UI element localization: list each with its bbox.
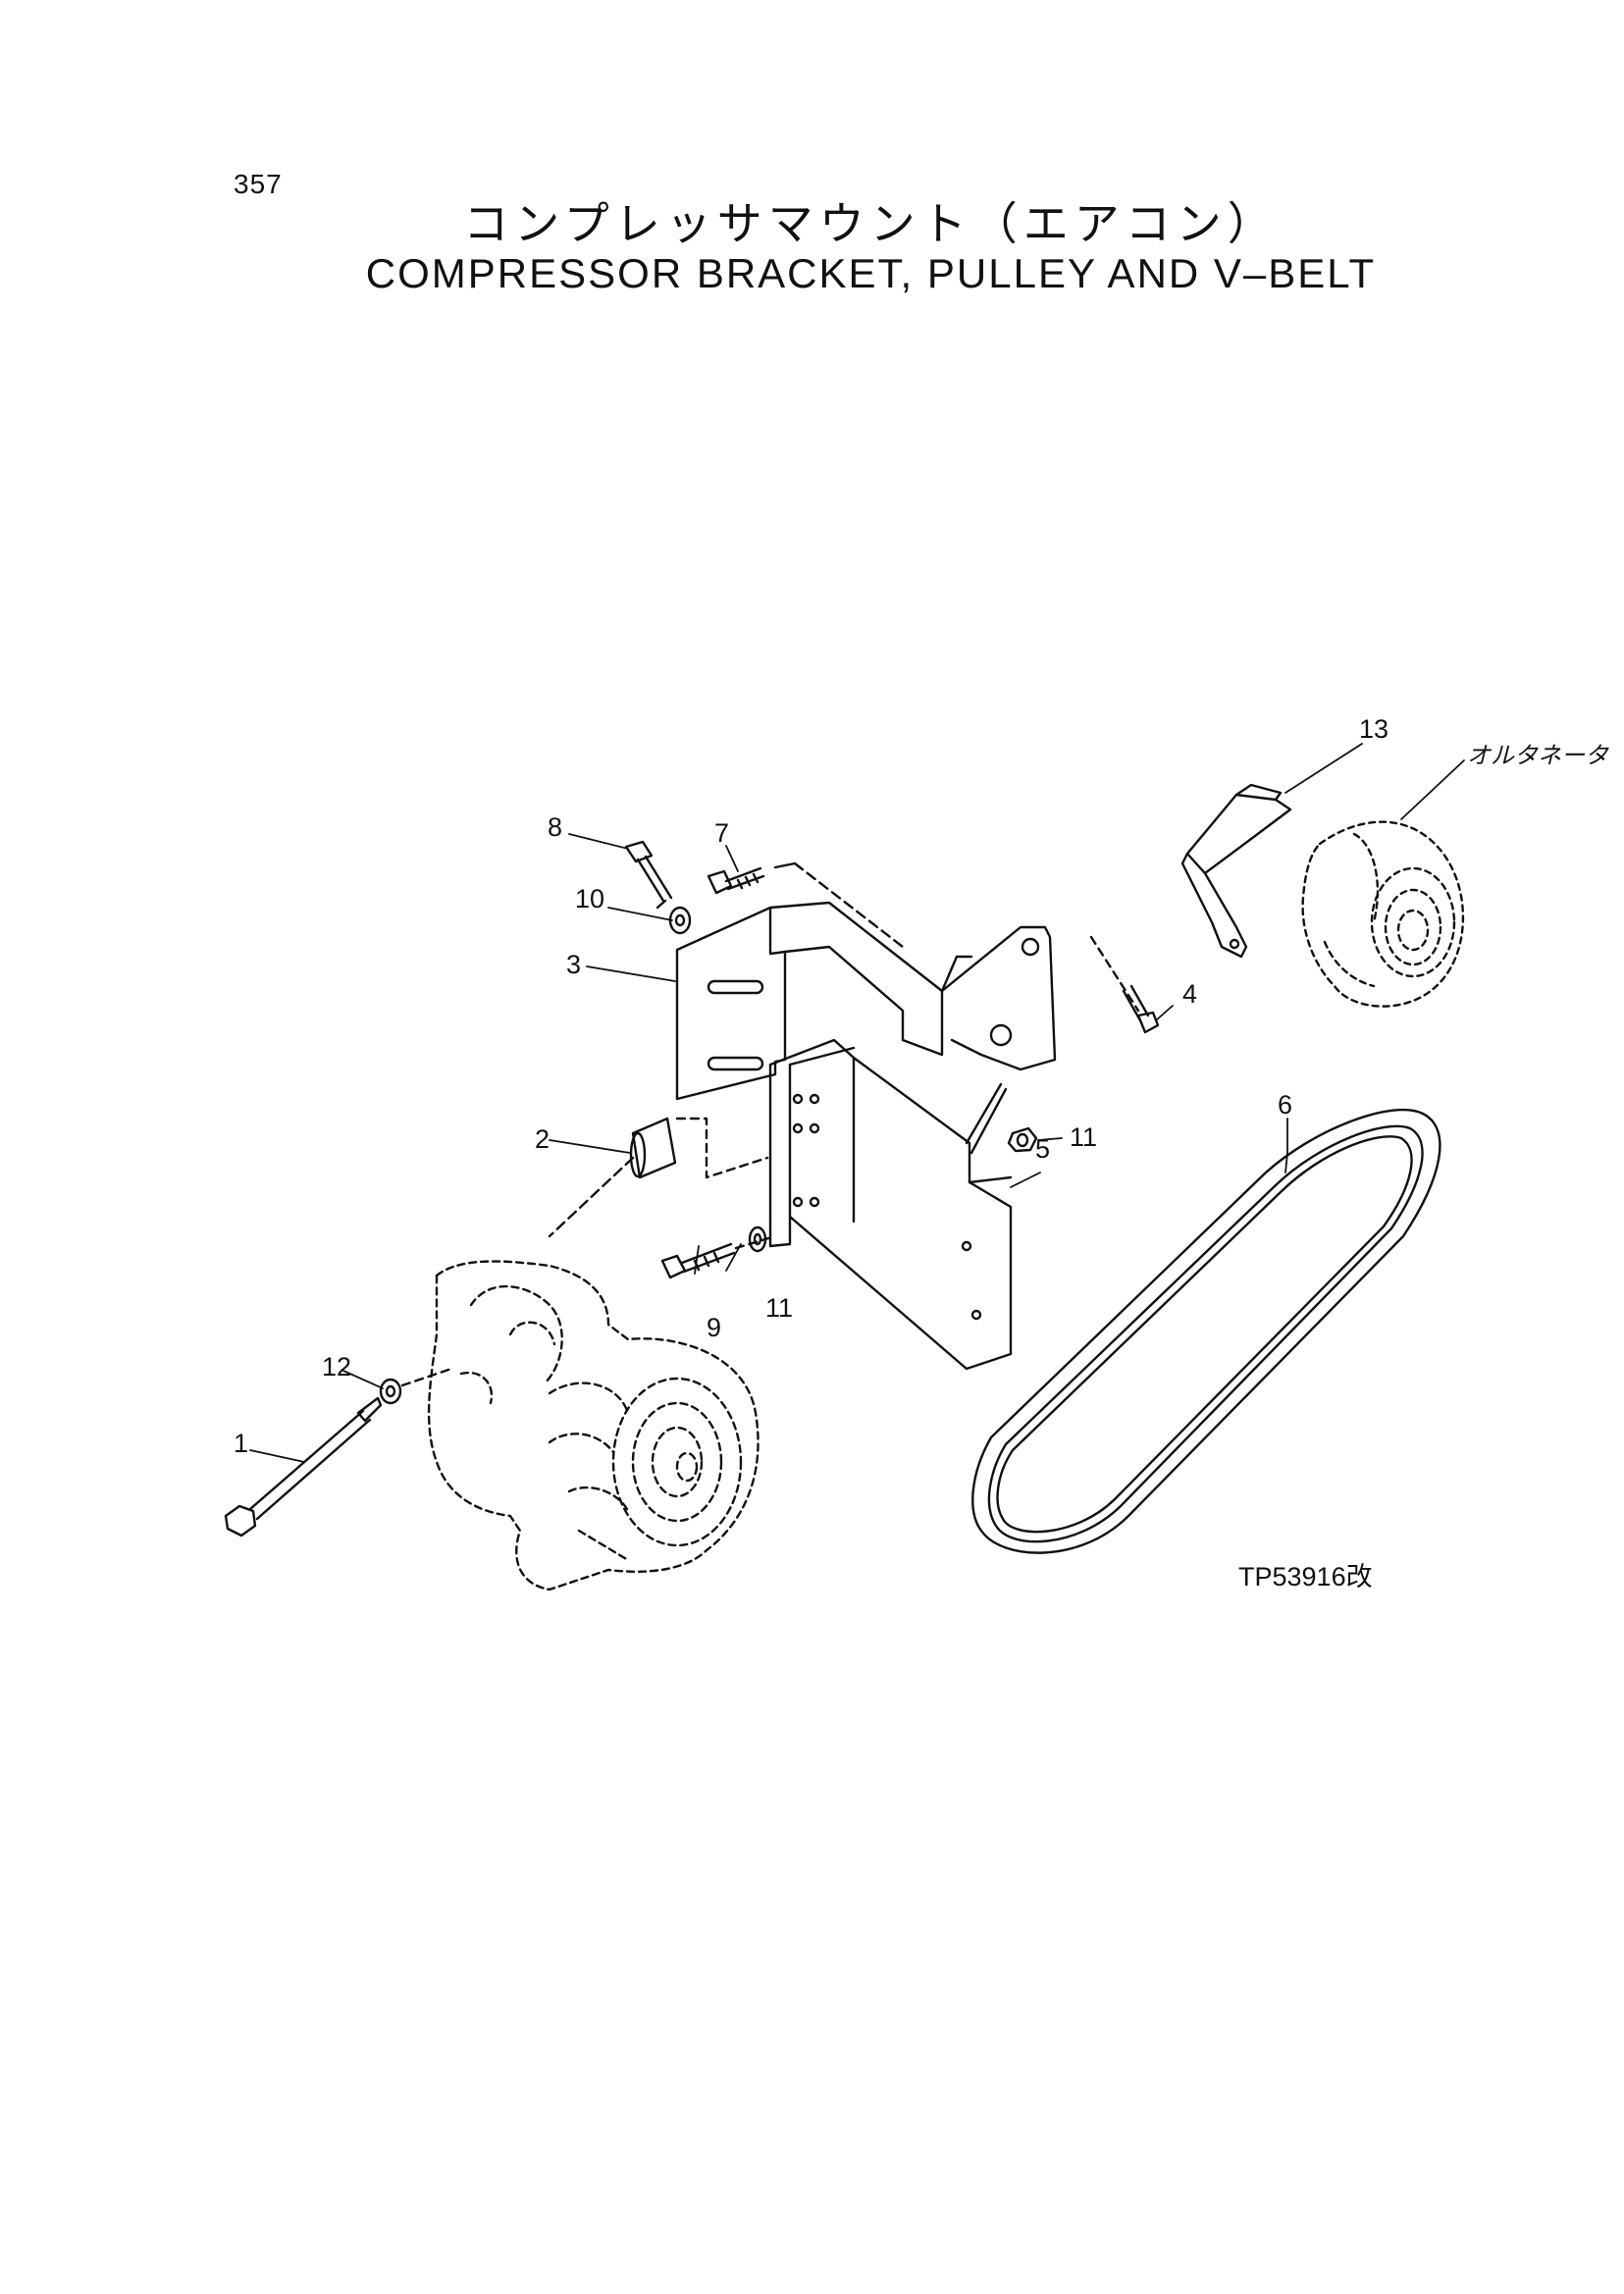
bracket-tension-arm [940, 925, 1057, 1071]
callout-1: 1 [234, 1429, 248, 1458]
callout-7: 7 [714, 818, 729, 848]
part-2-spacer [548, 1117, 769, 1238]
page-title-english: COMPRESSOR BRACKET, PULLEY AND V–BELT [365, 250, 1377, 296]
part-3-upper-bracket [675, 861, 944, 1101]
part-13-alternator-bracket [1180, 783, 1292, 959]
callout-3: 3 [566, 950, 581, 979]
callout-12: 12 [322, 1352, 351, 1382]
part-4-bolt [1089, 935, 1160, 1034]
alternator-phantom-outline [1301, 820, 1465, 1008]
part-12-washer [379, 1367, 453, 1405]
part-1-long-bolt [224, 1396, 383, 1538]
callout-11-upper: 11 [1070, 1122, 1097, 1152]
part-5-lower-bracket [768, 1038, 1013, 1371]
callout-10: 10 [575, 884, 604, 913]
part-11-nut-upper [1007, 1126, 1038, 1153]
compressor-phantom-outline [427, 1260, 760, 1591]
callout-8: 8 [548, 812, 562, 842]
part-11-washer-lower [748, 1225, 767, 1253]
callout-13: 13 [1359, 714, 1388, 744]
callout-5: 5 [1035, 1134, 1050, 1164]
part-8-bolt [624, 840, 673, 910]
page-number: 357 [234, 169, 283, 199]
part-6-v-belt [971, 1109, 1441, 1554]
part-7-bolt [707, 866, 765, 895]
callout-4: 4 [1182, 979, 1197, 1009]
callout-numbers: 1 2 3 4 5 6 7 8 9 10 11 11 12 13 オルタネータ … [234, 714, 1609, 1591]
part-10-washer [668, 906, 692, 935]
callout-9: 9 [707, 1313, 721, 1342]
callout-6: 6 [1278, 1090, 1292, 1120]
callout-2: 2 [535, 1124, 550, 1154]
leader-lines [249, 743, 1465, 1463]
alternator-label: オルタネータ [1467, 742, 1609, 769]
callout-11-lower: 11 [765, 1293, 793, 1323]
page-title-japanese: コンプレッサマウント（エアコン） [463, 197, 1279, 250]
part-9-bolt [660, 1234, 777, 1279]
figure-id: TP53916改 [1238, 1562, 1373, 1591]
